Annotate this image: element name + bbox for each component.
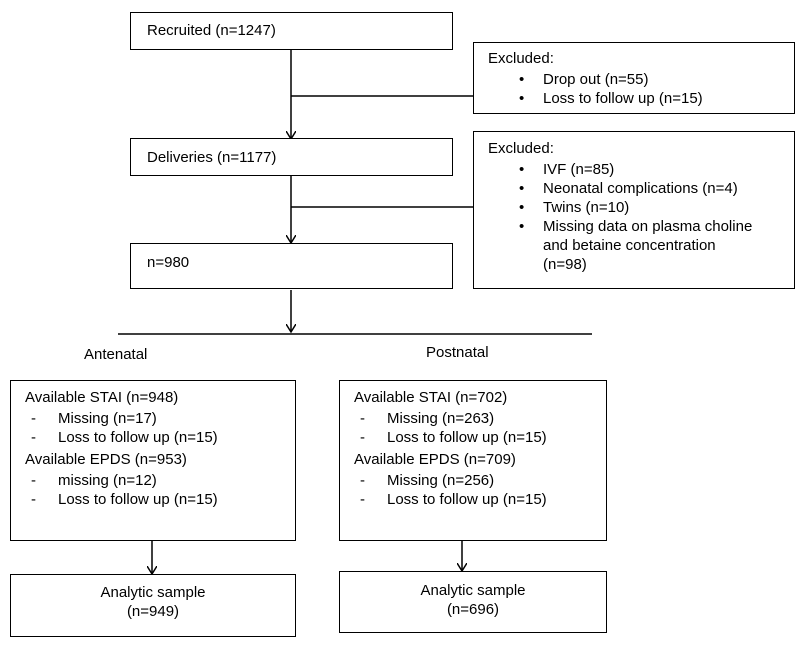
antenatal-sample-title: Analytic sample [100,584,206,601]
n980-box: n=980 [130,243,453,289]
deliveries-text: Deliveries (n=1177) [147,149,277,166]
postnatal-sample-title: Analytic sample [420,582,526,599]
list-item: Loss to follow up (n=15) [354,490,547,509]
list-item: Missing data on plasma choline and betai… [510,217,753,274]
list-item: Neonatal complications (n=4) [510,179,780,198]
excluded-list-1: Drop out (n=55) Loss to follow up (n=15) [510,70,703,108]
deliveries-box: Deliveries (n=1177) [130,138,453,176]
postnatal-sample-box: Analytic sample (n=696) [339,571,607,633]
postnatal-sample-n: (n=696) [446,601,500,618]
list-item: Loss to follow up (n=15) [354,428,547,447]
list-item: missing (n=12) [25,471,218,490]
list-item: Loss to follow up (n=15) [25,490,218,509]
postnatal-label: Postnatal [426,344,489,361]
list-item: Loss to follow up (n=15) [25,428,218,447]
postnatal-epds-list: Missing (n=256) Loss to follow up (n=15) [354,471,547,509]
antenatal-stai: Available STAI (n=948) [25,389,179,406]
excluded-title-2: Excluded: [488,140,554,157]
postnatal-stai-list: Missing (n=263) Loss to follow up (n=15) [354,409,547,447]
excluded-box-1: Excluded: Drop out (n=55) Loss to follow… [473,42,795,114]
list-item: Missing (n=17) [25,409,218,428]
n980-text: n=980 [147,254,190,271]
postnatal-box: Available STAI (n=702) Missing (n=263) L… [339,380,607,541]
list-item: IVF (n=85) [510,160,780,179]
antenatal-epds: Available EPDS (n=953) [25,451,187,468]
antenatal-box: Available STAI (n=948) Missing (n=17) Lo… [10,380,296,541]
antenatal-epds-list: missing (n=12) Loss to follow up (n=15) [25,471,218,509]
postnatal-stai: Available STAI (n=702) [354,389,508,406]
antenatal-sample-box: Analytic sample (n=949) [10,574,296,637]
antenatal-sample-n: (n=949) [126,603,180,620]
excluded-title-1: Excluded: [488,50,554,67]
list-item: Loss to follow up (n=15) [510,89,703,108]
list-item: Drop out (n=55) [510,70,703,89]
antenatal-label: Antenatal [84,346,148,363]
list-item: Twins (n=10) [510,198,780,217]
antenatal-stai-list: Missing (n=17) Loss to follow up (n=15) [25,409,218,447]
list-item: Missing (n=263) [354,409,547,428]
excluded-list-2: IVF (n=85) Neonatal complications (n=4) … [510,160,780,274]
recruited-text: Recruited (n=1247) [147,22,276,39]
list-item: Missing (n=256) [354,471,547,490]
excluded-box-2: Excluded: IVF (n=85) Neonatal complicati… [473,131,795,289]
postnatal-epds: Available EPDS (n=709) [354,451,516,468]
recruited-box: Recruited (n=1247) [130,12,453,50]
